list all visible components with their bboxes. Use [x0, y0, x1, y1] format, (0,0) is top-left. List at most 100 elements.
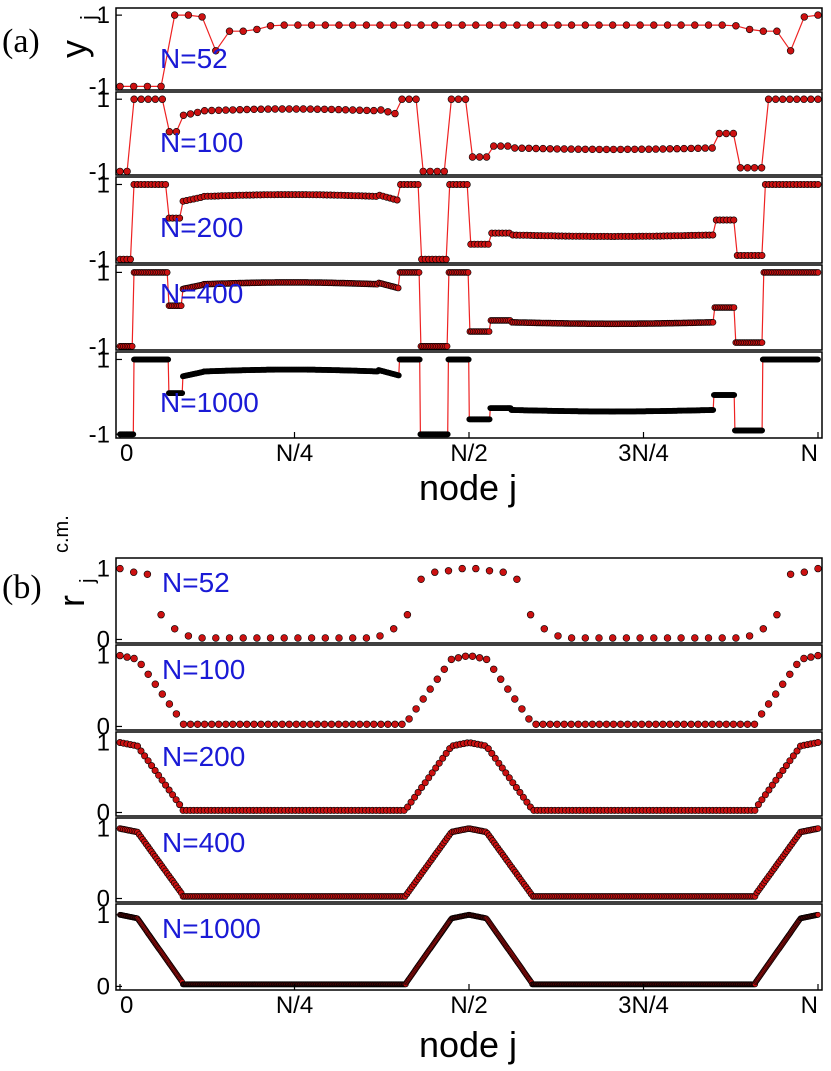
- data-point: [444, 567, 453, 575]
- data-point: [751, 806, 759, 814]
- y-tick-label: -1: [89, 421, 110, 448]
- data-point: [757, 164, 766, 172]
- data-point: [636, 21, 644, 29]
- data-point: [553, 720, 561, 728]
- panel-b-subplot-n-100: 10N=100: [97, 643, 823, 740]
- panel-b-subplot-n-1000: 10N=1000: [97, 902, 823, 1000]
- data-point: [186, 720, 195, 728]
- data-point: [417, 21, 425, 29]
- y-tick-label: 1: [97, 730, 110, 757]
- data-point: [581, 634, 589, 642]
- data-point: [151, 95, 160, 103]
- data-point: [694, 720, 702, 728]
- data-point: [800, 654, 808, 663]
- data-point: [334, 105, 343, 114]
- data-point: [163, 269, 171, 276]
- series-label: N=200: [160, 212, 243, 243]
- data-point: [485, 567, 494, 575]
- data-point: [454, 654, 463, 662]
- panel-a-subplot-n-200: 1-1N=200: [89, 171, 823, 273]
- data-point: [630, 720, 639, 728]
- data-point: [198, 13, 206, 21]
- panel-a-subplot-n-100: 1-1N=100: [89, 86, 823, 185]
- data-point: [673, 145, 681, 153]
- data-point: [666, 145, 674, 153]
- panel-a-label: (a): [2, 23, 40, 60]
- series-label: N=200: [162, 741, 245, 772]
- x-tick-label: N: [801, 992, 818, 1019]
- data-point: [116, 167, 124, 176]
- data-point: [285, 105, 293, 113]
- data-point: [321, 21, 329, 29]
- data-point: [465, 356, 472, 363]
- panel-b-ylabel-main: r: [51, 595, 92, 607]
- y-tick-label: 1: [97, 643, 110, 670]
- data-point: [475, 654, 484, 662]
- data-point: [431, 568, 439, 576]
- data-point: [750, 164, 759, 172]
- data-point: [320, 720, 329, 728]
- data-point: [412, 705, 420, 713]
- data-point: [758, 252, 766, 260]
- data-point: [701, 144, 709, 152]
- data-point: [609, 145, 618, 154]
- data-point: [370, 720, 378, 728]
- data-point: [616, 720, 625, 728]
- data-point: [786, 95, 794, 103]
- panel-b-ylabel-sub: j: [77, 579, 99, 584]
- plots-layer: 1-1N=521-1N=1001-1N=2001-1N=4001-1N=1000…: [89, 2, 823, 1019]
- data-point: [243, 105, 251, 114]
- data-point: [266, 634, 275, 642]
- data-point: [239, 27, 247, 35]
- data-point: [764, 95, 773, 103]
- data-point: [349, 21, 357, 29]
- data-point: [554, 21, 562, 29]
- data-point: [412, 95, 420, 103]
- data-point: [390, 625, 398, 633]
- data-point: [539, 144, 547, 153]
- data-point: [504, 685, 512, 693]
- series-label: N=400: [160, 278, 243, 309]
- panel-a-subplot-n-1000: 1-1N=1000: [89, 346, 823, 448]
- data-point: [540, 21, 548, 29]
- data-point: [499, 21, 507, 29]
- panel-b-subplot-n-400: 10N=400: [97, 816, 823, 913]
- data-point: [176, 214, 184, 222]
- data-point: [485, 328, 493, 335]
- y-tick-label: 1: [97, 816, 110, 843]
- data-point: [567, 21, 576, 29]
- data-point: [184, 632, 193, 640]
- data-point: [743, 164, 752, 172]
- data-point: [130, 431, 137, 438]
- data-point: [285, 720, 293, 728]
- data-point: [394, 284, 402, 292]
- data-point: [461, 95, 470, 103]
- x-tick-label: N: [801, 440, 818, 467]
- y-tick-label: -1: [89, 158, 110, 185]
- subplot-frame: [115, 264, 823, 351]
- data-point: [771, 690, 780, 698]
- data-point: [757, 710, 766, 718]
- data-point: [729, 129, 738, 138]
- data-point: [130, 82, 138, 91]
- data-point: [208, 720, 216, 728]
- data-point: [184, 11, 193, 19]
- data-point: [701, 720, 709, 728]
- data-point: [722, 129, 730, 138]
- series-label: N=400: [162, 827, 245, 858]
- data-point: [814, 738, 822, 746]
- data-point: [553, 145, 561, 153]
- data-point: [222, 106, 230, 114]
- data-point: [253, 25, 261, 34]
- data-point: [567, 720, 575, 728]
- data-point: [652, 145, 660, 153]
- data-point: [518, 705, 526, 713]
- data-point: [680, 720, 688, 728]
- data-point: [229, 106, 237, 114]
- data-point: [198, 634, 206, 642]
- series-points: [117, 356, 821, 438]
- data-point: [177, 302, 185, 310]
- data-point: [588, 145, 597, 154]
- data-point: [800, 13, 808, 21]
